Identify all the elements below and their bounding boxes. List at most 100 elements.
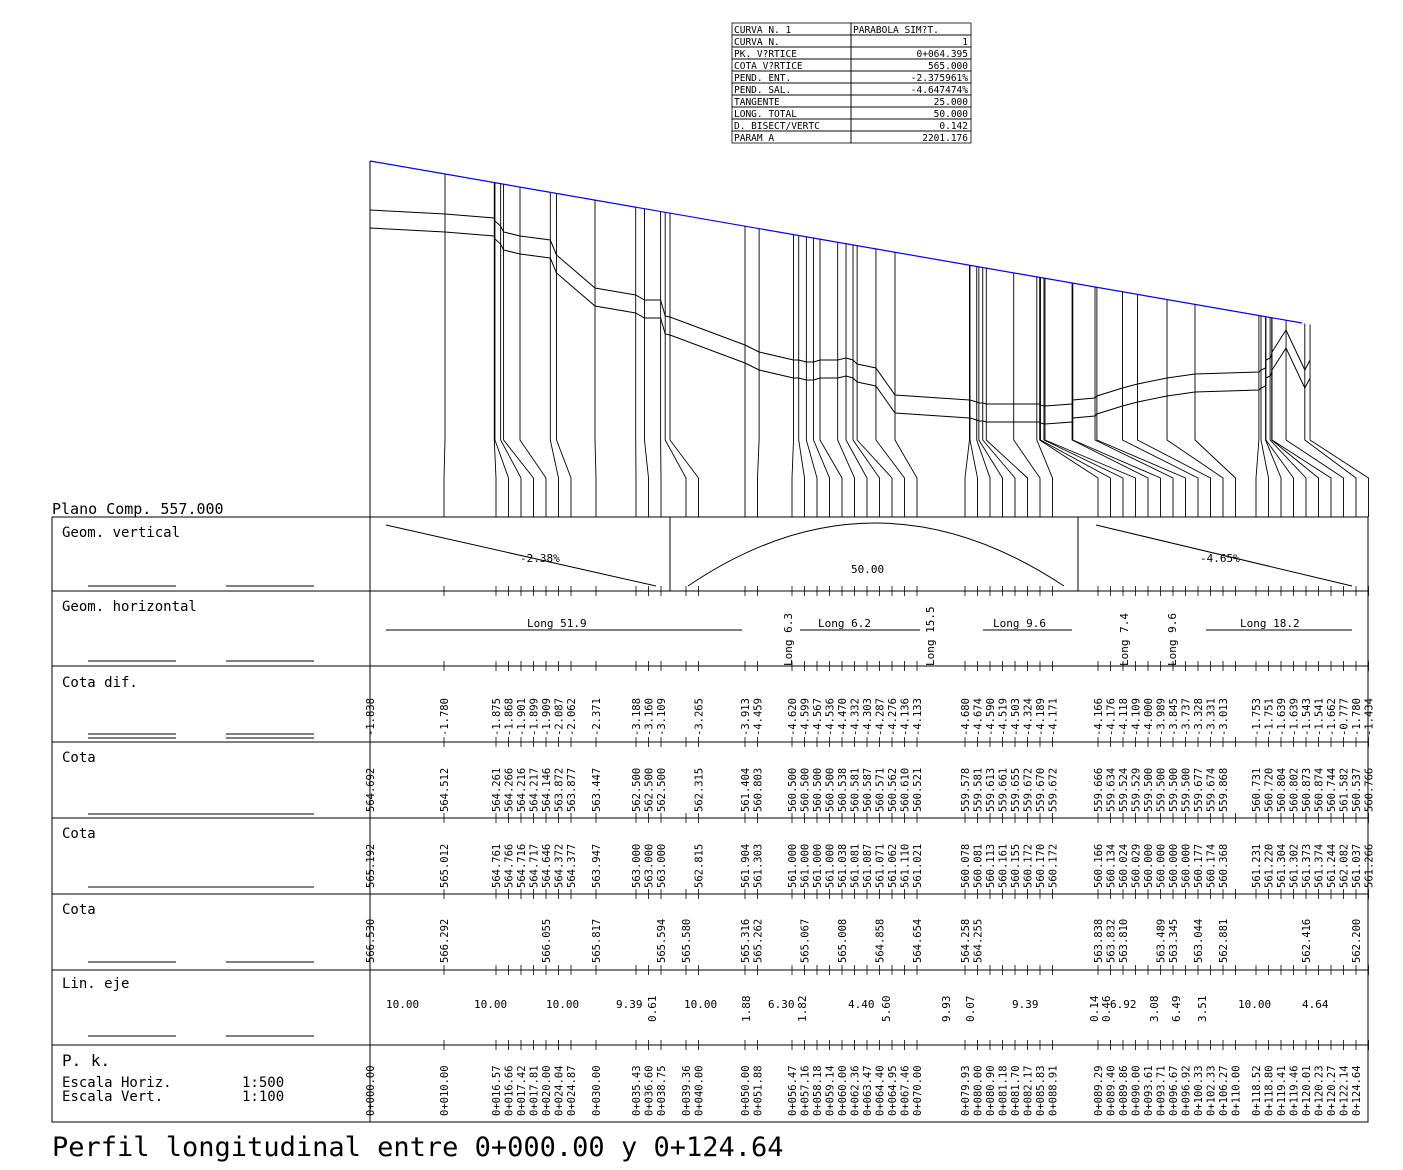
cota-dif-value: -4.276 [887,698,899,736]
cota-3-value: 563.345 [1168,919,1180,963]
station-leader-line [594,200,597,517]
band-label-cota-2: Cota [62,826,96,842]
pk-value: 0+000.00 [365,1065,377,1116]
cota-1-value: 559.581 [973,768,985,812]
info-value: 0.142 [939,121,968,132]
cota-1-value: 561.582 [1339,768,1351,812]
cota-dif-value: -1.662 [1326,698,1338,736]
pk-value: 0+062.36 [850,1065,862,1116]
cota-1-value: 564.146 [541,768,553,812]
cota-dif-value: -4.470 [837,698,849,736]
band-label-cota-3: Cota [62,902,96,918]
station-leader-line [976,266,991,517]
cota-1-value: 560.500 [812,768,824,812]
info-value: -4.647474% [911,85,968,96]
cota-1-value: 560.802 [1289,768,1301,812]
cota-dif-value: -3.188 [631,698,643,736]
pk-value: 0+079.93 [960,1065,972,1116]
pk-value: 0+106.27 [1218,1065,1230,1116]
lin-eje-value: 9.93 [940,996,953,1023]
band-label-cota-dif: Cota dif. [62,675,138,691]
cota-dif-value: -2.087 [554,698,566,736]
lin-eje-value: 4.40 [848,998,875,1011]
escala-horiz-label: Escala Horiz. [62,1075,172,1091]
cota-dif-value: -1.909 [541,698,553,736]
cota-1-value: 564.266 [504,768,516,812]
cota-dif-value: -3.109 [656,698,668,736]
cota-1-value: 559.524 [1118,768,1130,812]
cota-3-value: 565.594 [656,919,668,963]
cota-2-value: 564.716 [516,844,528,888]
pk-value: 0+035.43 [631,1065,643,1116]
pk-value: 0+040.00 [694,1065,706,1116]
cota-1-value: 564.217 [529,768,541,812]
cota-2-value: 565.192 [365,844,377,888]
pk-value: 0+118.80 [1264,1065,1276,1116]
cota-dif-value: -1.780 [439,698,451,736]
cota-2-value: 564.761 [491,844,503,888]
lin-eje-value: 0.46 [1100,996,1113,1023]
cota-1-value: 560.500 [825,768,837,812]
station-leader-line [664,212,687,517]
cota-2-value: 560.113 [985,844,997,888]
cota-2-value: 561.266 [1364,844,1376,888]
cota-2-value: 560.000 [1156,844,1168,888]
cota-2-value: 561.000 [787,844,799,888]
info-key: CURVA N. [734,37,780,48]
lin-eje-value: 1.88 [740,996,753,1023]
lin-eje-value: 5.60 [880,996,893,1023]
pk-value: 0+093.61 [1143,1065,1155,1116]
station-leader-line [791,234,794,517]
cota-1-value: 559.500 [1181,768,1193,812]
station-leader-line [757,228,760,517]
cota-1-value: 559.578 [960,768,972,812]
horizontal-segment-label: Long 15.5 [924,606,937,666]
lin-eje-value: 10.00 [1238,998,1271,1011]
cota-dif-value: -3.328 [1193,698,1205,736]
cota-1-value: 560.581 [850,768,862,812]
station-leader-line [805,236,818,517]
cota-dif-value: -4.171 [1048,698,1060,736]
pk-value: 0+063.47 [862,1065,874,1116]
pk-value: 0+059.14 [825,1065,837,1116]
cota-dif-value: -4.674 [973,698,985,736]
station-leader-line [443,174,446,517]
cota-dif-value: -1.875 [491,698,503,736]
cota-2-value: 561.374 [1314,844,1326,888]
lin-eje-value: 1.82 [796,996,809,1023]
cota-2-value: 564.717 [529,844,541,888]
station-leader-line [1309,324,1369,517]
cota-1-value: 560.766 [1364,768,1376,812]
cota-2-value: 561.304 [1276,844,1288,888]
cota-1-value: 560.610 [900,768,912,812]
pk-value: 0+064.40 [875,1065,887,1116]
lin-eje-value: 10.00 [684,998,717,1011]
info-key: LONG. TOTAL [734,109,797,120]
station-leader-line [964,265,970,517]
cota-1-value: 564.261 [491,768,503,812]
cota-1-value: 559.500 [1168,768,1180,812]
pk-value: 0+024.04 [554,1065,566,1116]
pk-value: 0+102.33 [1206,1065,1218,1116]
station-leader-line [1269,317,1307,517]
pk-value: 0+119.41 [1276,1065,1288,1116]
station-leader-line [1255,315,1260,517]
cota-2-value: 561.000 [825,844,837,888]
station-column: 0+110.00 [1194,304,1243,1116]
cota-2-value: 560.024 [1118,844,1130,888]
station-leader-line [1260,315,1269,517]
info-value: 0+064.395 [917,49,968,60]
